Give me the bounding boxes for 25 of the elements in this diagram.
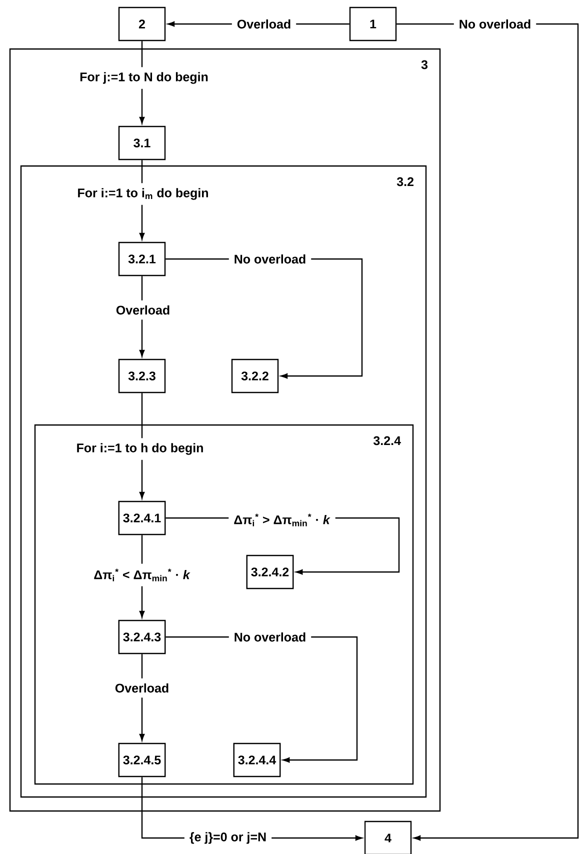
edge-label: No overload: [228, 249, 312, 269]
edge-label: For i:=1 to i$_{m}$ do begin: [72, 183, 214, 205]
edge-label: Δπ$_{i}$$^{*}$ < Δπ$_{min}$$^{*}$ · k: [88, 564, 196, 586]
process-box: 3.2.1: [118, 242, 166, 276]
process-box: 3.2.4.1: [118, 500, 166, 536]
edge-label: Overload: [232, 14, 296, 34]
edge-label: No overload: [454, 14, 536, 34]
arrow: [396, 23, 579, 841]
edge-label: Overload: [110, 678, 174, 698]
process-box: 3.2.4.3: [118, 620, 166, 654]
process-box: 3.2.3: [118, 358, 166, 394]
process-box: 3.2.4.4: [233, 742, 281, 778]
edge-label: Δπ$_{i}$$^{*}$ > Δπ$_{min}$$^{*}$ · k: [228, 508, 336, 532]
process-box: 3.2.2: [231, 358, 279, 394]
edge-label: {e j}=0 or j=N: [184, 827, 272, 849]
edge-label: For j:=1 to N do begin: [74, 67, 214, 89]
process-box: 1: [349, 6, 397, 42]
process-box: 3.2.4.5: [118, 742, 166, 778]
process-box: 3.2.4.2: [246, 554, 294, 590]
edge-label: For i:=1 to h do begin: [71, 438, 209, 460]
edge-label: Overload: [110, 300, 176, 320]
edge-label: No overload: [228, 627, 312, 647]
process-box: 2: [118, 6, 166, 42]
process-box: 4: [364, 820, 412, 854]
process-box: 3.1: [118, 126, 166, 160]
